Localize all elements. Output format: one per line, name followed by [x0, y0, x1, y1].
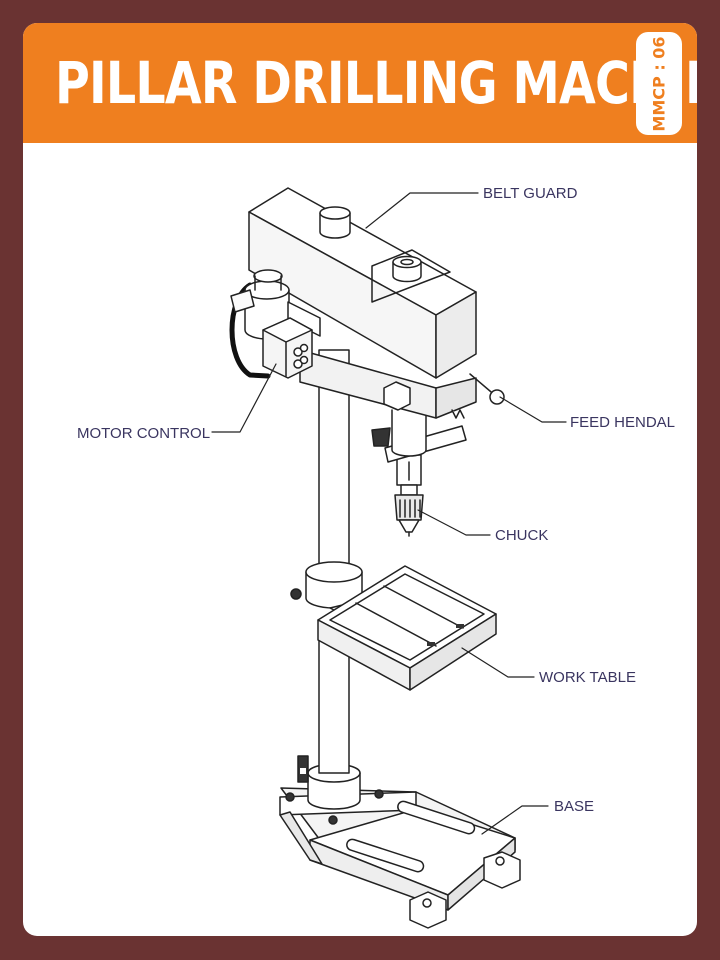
label-base: BASE	[554, 798, 595, 815]
leader-lines	[211, 192, 567, 835]
lower-column	[297, 629, 361, 810]
leader-motor-control	[211, 363, 277, 433]
machine-base	[279, 787, 521, 929]
belt-guard	[248, 187, 477, 379]
motor-control	[229, 269, 321, 379]
code-badge: MMCP : 06	[636, 32, 682, 135]
page-title: PILLAR DRILLING MACHINE	[55, 49, 697, 117]
label-belt-guard: BELT GUARD	[483, 185, 578, 202]
label-work-table: WORK TABLE	[539, 669, 636, 686]
leader-feed-handle	[499, 396, 567, 423]
header-banner: PILLAR DRILLING MACHINE MMCP : 06	[23, 23, 697, 143]
work-table	[290, 561, 497, 691]
label-feed-handle: FEED HENDAL	[570, 414, 676, 431]
leader-belt-guard	[365, 192, 479, 229]
leader-base	[481, 805, 549, 835]
leader-chuck	[417, 509, 491, 536]
leader-work-table	[461, 647, 535, 678]
label-chuck: CHUCK	[495, 527, 549, 544]
label-motor-control: MOTOR CONTROL	[77, 425, 211, 442]
chuck	[394, 454, 424, 537]
drill-head	[299, 349, 505, 463]
